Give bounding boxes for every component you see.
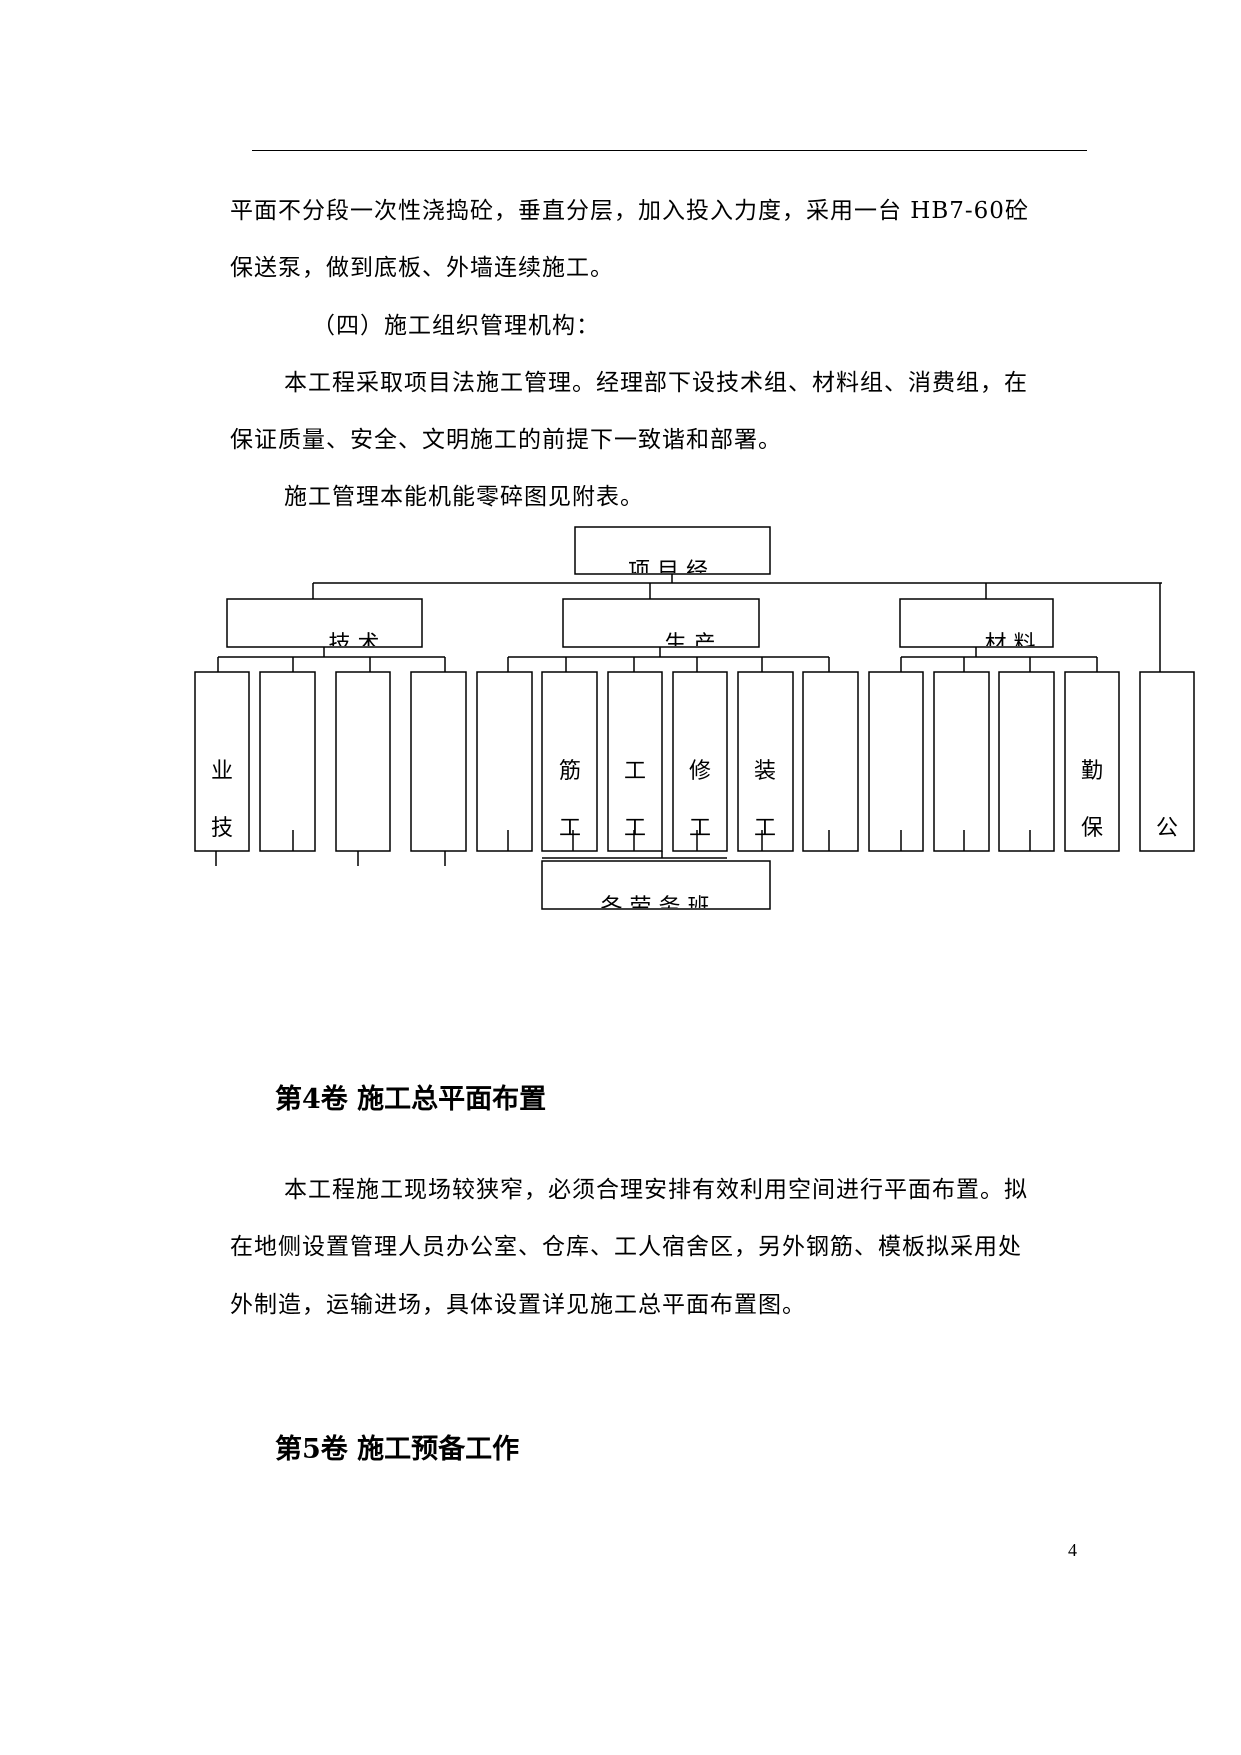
org-leaf-box	[607, 671, 663, 852]
org-top-label: 项 目 经	[628, 559, 708, 584]
org-leaf-label: 装	[754, 759, 776, 784]
org-leaf-label: 工	[689, 816, 711, 841]
org-leaf-box	[410, 671, 467, 852]
header-rule	[252, 150, 1087, 151]
org-leaf-box	[933, 671, 990, 852]
org-leaf-label: 工	[754, 816, 776, 841]
org-leaf-label: 公	[1156, 816, 1178, 841]
org-leaf-label: 筋	[559, 759, 581, 784]
section-heading: 第5卷 施工预备工作	[275, 1434, 520, 1465]
org-leaf-label: 保	[1081, 816, 1103, 841]
paragraph-line: 施工管理本能机能零碎图见附表。	[284, 484, 644, 510]
org-group-label: 生 产	[665, 632, 716, 657]
org-bottom-label: 各 劳 务 班	[601, 895, 710, 920]
org-leaf-box	[259, 671, 316, 852]
org-leaf-label: 工	[624, 816, 646, 841]
org-leaf-box	[541, 671, 598, 852]
page-number: 4	[1068, 1540, 1077, 1560]
org-leaf-box	[868, 671, 924, 852]
paragraph-line: 平面不分段一次性浇捣砼，垂直分层，加入投入力度，采用一台 HB7-60砼	[230, 198, 1029, 224]
org-leaf-box	[1064, 671, 1120, 852]
org-leaf-label: 工	[559, 816, 581, 841]
org-leaf-box	[194, 671, 250, 852]
org-leaf-label: 业	[211, 759, 233, 784]
paragraph-line: 保送泵，做到底板、外墙连续施工。	[230, 255, 614, 281]
org-leaf-box	[672, 671, 728, 852]
paragraph-line: 在地侧设置管理人员办公室、仓库、工人宿舍区，另外钢筋、模板拟采用处	[230, 1234, 1022, 1260]
paragraph-line: 本工程施工现场较狭窄，必须合理安排有效利用空间进行平面布置。拟	[284, 1177, 1028, 1203]
paragraph-line: 保证质量、安全、文明施工的前提下一致谐和部署。	[230, 427, 782, 453]
paragraph-line: 本工程采取项目法施工管理。经理部下设技术组、材料组、消费组，在	[284, 370, 1028, 396]
org-group-label: 材 料	[985, 632, 1036, 657]
section-heading: 第4卷 施工总平面布置	[275, 1084, 547, 1115]
org-leaf-box	[335, 671, 391, 852]
org-leaf-box	[476, 671, 533, 852]
org-leaf-box	[802, 671, 859, 852]
org-group-label: 技 术	[329, 632, 380, 657]
org-leaf-box	[1139, 671, 1195, 852]
org-leaf-label: 技	[211, 816, 233, 841]
org-group-box	[562, 598, 760, 648]
paragraph-line: 外制造，运输进场，具体设置详见施工总平面布置图。	[230, 1292, 806, 1318]
subheading: （四）施工组织管理机构：	[312, 313, 600, 339]
org-leaf-label: 工	[624, 759, 646, 784]
org-leaf-label: 修	[689, 759, 711, 784]
org-bottom-box	[541, 860, 771, 910]
org-leaf-label: 勤	[1081, 759, 1103, 784]
org-leaf-box	[998, 671, 1055, 852]
org-group-box	[226, 598, 423, 648]
org-leaf-box	[737, 671, 794, 852]
